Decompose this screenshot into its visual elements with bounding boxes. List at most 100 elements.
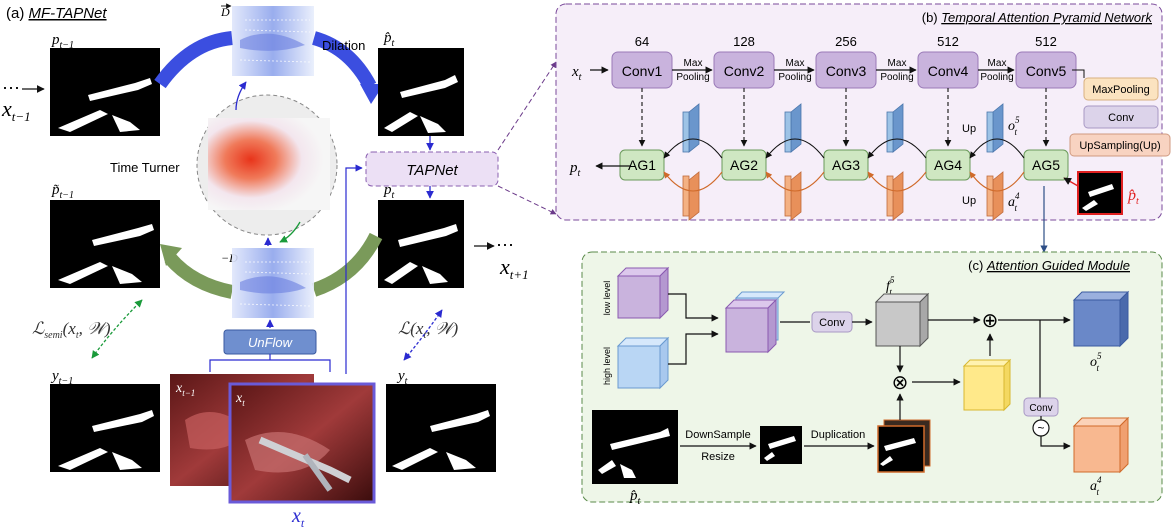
legend-connector: [1072, 69, 1085, 78]
time-turner-label: Time Turner: [110, 160, 180, 175]
svg-text:UpSampling(Up): UpSampling(Up): [1079, 140, 1160, 152]
conv-block-label: Conv5: [1026, 63, 1067, 79]
flow-field-backward: [232, 248, 314, 318]
legend-maxpooling: [1083, 77, 1159, 101]
feature-cube-f: [874, 292, 930, 348]
gt-label-yt: yt: [396, 368, 408, 387]
channel-count: 64: [635, 34, 649, 49]
image-label-x-prev: xt−1: [175, 381, 195, 398]
upsample-arrow-o: [867, 138, 927, 159]
low-level-label: low level: [602, 281, 612, 316]
attention-gate-4: [925, 149, 971, 181]
svg-text:MaxPooling: MaxPooling: [1092, 84, 1149, 96]
mask-label-p-tilde-prev: p̃t−1: [51, 182, 74, 201]
attention-feature-block: [992, 171, 1004, 221]
maxpool-label: Pooling: [778, 72, 811, 83]
green-arrow-turner: [279, 221, 301, 243]
maxpool-label: Max: [888, 58, 907, 69]
legend-conv: [1083, 105, 1159, 129]
mask-label-p-prev: pt−1: [51, 32, 74, 51]
maxpool-label: Max: [786, 58, 805, 69]
attention-feature-block: [688, 171, 700, 221]
output-feature-block: [688, 103, 700, 153]
attention-gate-label: AG1: [628, 157, 656, 173]
upsample-arrow-o: [765, 138, 825, 159]
loss-semi: ℒsemi(xt, 𝒲): [32, 319, 111, 341]
high-level-arrow: [668, 330, 719, 365]
panel-a: (a) MF-TAPNet pt−1 ⋯ xt−1 D Dilation p̂t: [1, 3, 529, 529]
output-cube-a: [1072, 416, 1130, 474]
maxpool-label: Max: [684, 58, 703, 69]
conv-box-c: Conv: [811, 311, 853, 333]
maxpool-label: Pooling: [980, 72, 1013, 83]
add-operator: ⊕: [982, 310, 999, 332]
semi-loss-arrow: [91, 299, 143, 359]
panel-b-frame: [555, 3, 1163, 221]
mask-p-hat: [378, 48, 464, 136]
conv-block-label: Conv2: [724, 63, 765, 79]
upsample-arrow-a: [663, 171, 723, 192]
maxpool-label: Pooling: [676, 72, 709, 83]
upsample-arrow-a: [867, 171, 927, 192]
mask-p-tilde-prev: [50, 200, 160, 288]
channel-count: 256: [835, 34, 857, 49]
low-level-feature-cube: [616, 266, 670, 320]
conv-block-label: Conv1: [622, 63, 663, 79]
attention-gate-1: [619, 149, 665, 181]
panel-a-label: (a) MF-TAPNet: [6, 5, 107, 22]
sigmoid-to-a-arrow: [1040, 436, 1071, 450]
conv-block-label: Conv3: [826, 63, 867, 79]
maxpool-label: Max: [988, 58, 1007, 69]
tapnet-output-label: pt: [569, 160, 581, 179]
unflow-label: UnFlow: [248, 335, 294, 350]
upsample-arrow-o: [663, 138, 723, 159]
tapnet-input-label: xt: [571, 64, 582, 83]
svg-text:Conv: Conv: [819, 317, 845, 329]
tapnet-box: TAPNet: [365, 151, 499, 187]
high-level-feature-cube: [616, 336, 670, 390]
legend: MaxPooling Conv UpSampling(Up): [1069, 77, 1171, 157]
output-cube-o: [1072, 290, 1130, 348]
attention-gate-3: [823, 149, 869, 181]
mask-p-prev: [50, 48, 160, 136]
up-label-bottom: Up: [962, 195, 976, 207]
mask-label-pt: pt: [383, 182, 395, 201]
high-level-label: high level: [602, 347, 612, 385]
image-label-xt: xt: [235, 391, 245, 408]
low-level-arrow: [668, 293, 719, 322]
attention-gate-label: AG2: [730, 157, 758, 173]
attention-feature-block: [790, 171, 802, 221]
duplication-label: Duplication: [811, 429, 865, 441]
tapnet-label: TAPNet: [406, 162, 458, 179]
prior-mask-c: [592, 410, 678, 484]
prior-label: p̂t: [1127, 187, 1139, 207]
conv-box-c2: Conv: [1023, 397, 1059, 417]
svg-text:Conv: Conv: [1029, 403, 1052, 414]
attention-gate-label: AG3: [832, 157, 860, 173]
resize-label: Resize: [701, 451, 735, 463]
xt-caption: xt: [291, 505, 305, 529]
prior-arrow: [1063, 177, 1079, 187]
attention-feature-cube: [962, 358, 1012, 412]
conv-block-label: Conv4: [928, 63, 969, 79]
flow-forward-label: D: [220, 5, 230, 19]
duplicated-mask-stack: [877, 419, 931, 473]
panel-b-title: (b) Temporal Attention Pyramid Network: [922, 10, 1154, 25]
blue-arc-right: [311, 31, 377, 90]
time-turner: [196, 94, 338, 236]
image-xt: [228, 382, 376, 504]
channel-count: 512: [1035, 34, 1057, 49]
upsample-arrow-a: [765, 171, 825, 192]
channel-count: 128: [733, 34, 755, 49]
dots-right: ⋯: [496, 235, 514, 255]
supervised-loss-arrow: [403, 309, 443, 361]
upsample-arrow-a: [969, 171, 1025, 192]
channel-count: 512: [937, 34, 959, 49]
